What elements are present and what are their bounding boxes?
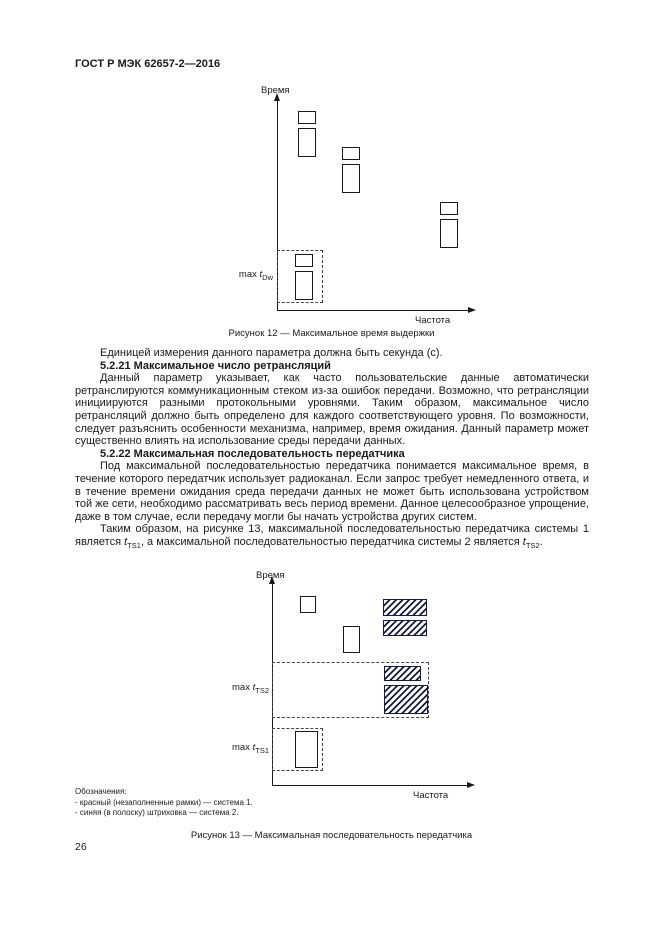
page-number: 26 — [75, 841, 87, 853]
packet-rect — [295, 271, 313, 300]
figure-12-x-axis-label: Частота — [415, 315, 451, 326]
system2-hatched-rect — [384, 685, 428, 714]
system2-hatched-rect — [383, 620, 427, 636]
figure-12-y-axis-line — [277, 100, 278, 310]
packet-rect — [298, 111, 316, 124]
figure-12-caption: Рисунок 12 — Максимальное время выдержки — [228, 328, 435, 339]
document-standard-number: ГОСТ Р МЭК 62657-2—2016 — [75, 58, 221, 70]
ts2-dashed-box — [272, 662, 429, 718]
paragraph-transmitter-sequence: Под максимальной последовательностью пер… — [75, 460, 589, 523]
x-axis-arrow-icon — [468, 307, 476, 313]
heading-5-2-21: 5.2.21 Максимальное число ретрансляций — [100, 359, 331, 372]
system1-frame — [300, 596, 316, 613]
system1-frame — [295, 731, 318, 768]
paragraph-retransmissions: Данный параметр указывает, как часто пол… — [75, 372, 589, 448]
packet-rect — [298, 128, 316, 157]
paragraph-unit-of-measure: Единицей измерения данного параметра дол… — [100, 347, 443, 359]
figure-13-y-axis-label: Время — [256, 570, 285, 581]
figure-13-caption: Рисунок 13 — Максимальная последовательн… — [190, 830, 473, 841]
system2-hatched-rect — [384, 666, 421, 681]
figure-12-x-axis-line — [277, 310, 469, 311]
packet-rect — [440, 219, 458, 248]
legend-item-system1: - красный (незаполненные рамки) — систем… — [75, 797, 253, 807]
packet-rect — [342, 164, 360, 193]
system2-hatched-rect — [383, 599, 427, 616]
packet-rect — [440, 202, 458, 215]
dwell-time-dashed-box — [277, 250, 323, 303]
figure-13-x-axis-label: Частота — [413, 790, 449, 801]
packet-rect — [295, 254, 313, 267]
figure-13-x-axis-line — [272, 785, 468, 786]
figure-12-chart: Время Частота max tDw — [75, 85, 585, 328]
paragraph-transmitter-sequence-note: Таким образом, на рисунке 13, максимальн… — [75, 523, 589, 551]
heading-5-2-22: 5.2.22 Максимальная последовательность п… — [100, 447, 405, 460]
figure-12-y-axis-label: Время — [261, 85, 290, 96]
x-axis-arrow-icon — [467, 782, 475, 788]
y-axis-arrow-icon — [274, 93, 280, 101]
legend-item-system2: - синяя (в полоску) штриховка — система … — [75, 808, 239, 817]
figure-13-chart: Время Частота max tTS2 max tTS1 — [75, 570, 585, 801]
ts1-dashed-box — [272, 728, 323, 771]
figure-13-legend: Обозначения: - красный (незаполненные ра… — [75, 787, 253, 819]
y-axis-arrow-icon — [269, 576, 275, 584]
max-ts2-annotation: max tTS2 — [232, 682, 269, 695]
system1-frame — [343, 626, 360, 653]
packet-rect — [342, 147, 360, 160]
body-text: Единицей измерения данного параметра дол… — [75, 347, 589, 553]
max-ts1-annotation: max tTS1 — [232, 742, 269, 755]
legend-title: Обозначения: — [75, 787, 127, 796]
max-dwell-time-annotation: max tDw — [238, 269, 273, 282]
